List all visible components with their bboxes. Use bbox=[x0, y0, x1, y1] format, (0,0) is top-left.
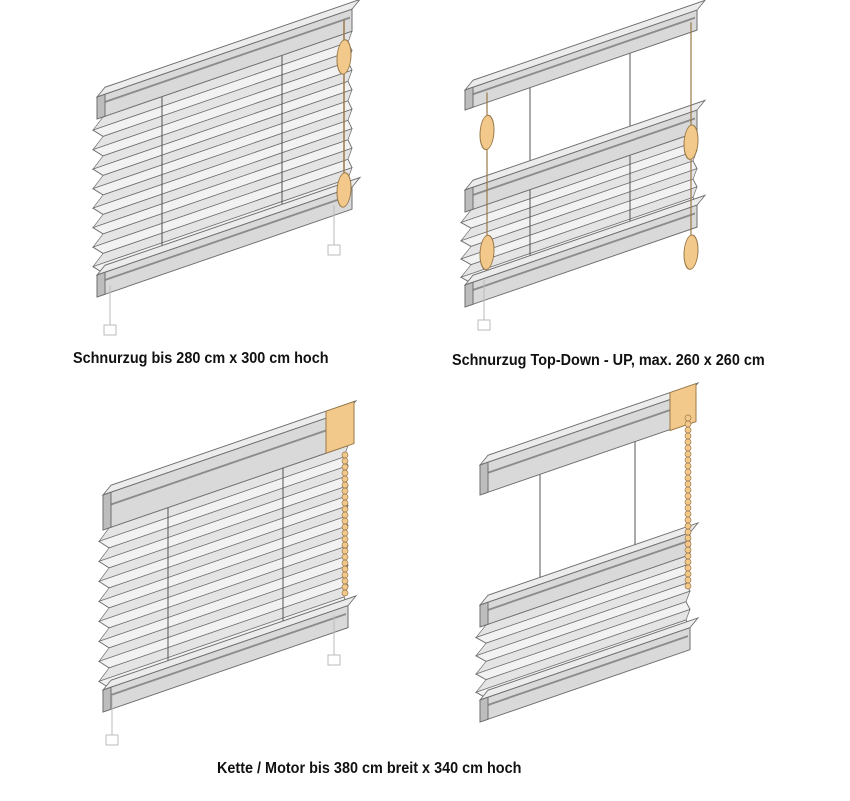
middle-rail-groove bbox=[469, 117, 695, 198]
chain-bead bbox=[684, 414, 692, 422]
blind-chain-cassette bbox=[98, 399, 358, 713]
chain-bead bbox=[684, 534, 692, 542]
chain-bead bbox=[684, 492, 692, 500]
chain-bead bbox=[684, 432, 692, 440]
chain-bead bbox=[684, 510, 692, 518]
chain-bead bbox=[341, 511, 349, 519]
chain-bead bbox=[341, 565, 349, 573]
cord-tensioner bbox=[103, 324, 117, 336]
caption-cord-standard: Schnurzug bis 280 cm x 300 cm hoch bbox=[73, 350, 329, 367]
chain-bead bbox=[684, 438, 692, 446]
blind-cord-top-down bbox=[459, 0, 707, 308]
chain-bead bbox=[684, 540, 692, 548]
cord-tensioner bbox=[477, 319, 491, 331]
chain-bead bbox=[341, 553, 349, 561]
cord-handle-left-top bbox=[479, 114, 495, 151]
bottom-rail-endcap bbox=[96, 271, 106, 298]
cord-handle-right-top bbox=[683, 124, 699, 160]
chain-bead bbox=[341, 583, 349, 591]
bottom-rail-endcap bbox=[464, 281, 474, 308]
chain-bead bbox=[684, 420, 692, 428]
head-rail-groove bbox=[101, 16, 350, 105]
chain-bead bbox=[684, 444, 692, 452]
head-rail-groove bbox=[484, 402, 688, 476]
chain-bead bbox=[341, 529, 349, 537]
chain-bead bbox=[341, 499, 349, 507]
middle-rail-endcap bbox=[464, 186, 474, 213]
chain-bead bbox=[684, 462, 692, 470]
bottom-rail-endcap bbox=[479, 696, 489, 723]
chain-drive-cap bbox=[325, 400, 355, 454]
head-rail-endcap bbox=[479, 461, 489, 496]
cord-tensioner bbox=[327, 654, 341, 666]
bottom-rail-groove bbox=[107, 613, 346, 698]
chain-bead bbox=[341, 493, 349, 501]
chain-bead bbox=[341, 523, 349, 531]
chain-bead bbox=[341, 577, 349, 585]
chain-bead bbox=[341, 559, 349, 567]
chain-bead bbox=[684, 564, 692, 572]
chain-bead bbox=[684, 522, 692, 530]
chain-bead bbox=[341, 481, 349, 489]
chain-bead bbox=[341, 571, 349, 579]
chain-bead bbox=[341, 451, 349, 459]
head-rail-endcap bbox=[96, 93, 106, 120]
cord-handle-left-bottom bbox=[479, 234, 495, 271]
chain-bead bbox=[341, 505, 349, 513]
chain-bead bbox=[341, 517, 349, 525]
blind-chain-top-down bbox=[474, 381, 700, 723]
chain-drive-cap bbox=[669, 382, 697, 432]
chain-bead bbox=[684, 570, 692, 578]
chain-bead bbox=[341, 541, 349, 549]
cord-handle-right-bottom bbox=[683, 234, 699, 270]
blind-cord-standard bbox=[92, 0, 362, 298]
chain-bead bbox=[684, 498, 692, 506]
caption-cord-top-down: Schnurzug Top-Down - UP, max. 260 x 260 … bbox=[452, 352, 765, 369]
cord-handle-top bbox=[336, 39, 352, 75]
cassette-groove bbox=[107, 422, 346, 507]
chain-bead bbox=[684, 558, 692, 566]
bottom-rail-groove bbox=[484, 635, 688, 708]
chain-bead bbox=[684, 468, 692, 476]
head-rail bbox=[479, 392, 691, 496]
chain-bead bbox=[684, 528, 692, 536]
chain-bead bbox=[684, 486, 692, 494]
head-rail-groove bbox=[469, 16, 695, 97]
chain-bead bbox=[684, 456, 692, 464]
chain-bead bbox=[684, 552, 692, 560]
chain-bead bbox=[684, 426, 692, 434]
chain-bead bbox=[341, 535, 349, 543]
chain-bead bbox=[684, 504, 692, 512]
middle-rail-endcap bbox=[479, 601, 489, 628]
cord-tensioner bbox=[327, 244, 341, 256]
chain-bead bbox=[684, 576, 692, 584]
chain-bead bbox=[684, 480, 692, 488]
chain-bead bbox=[684, 474, 692, 482]
chain-bead bbox=[341, 475, 349, 483]
chain-bead bbox=[684, 582, 692, 590]
chain-bead bbox=[684, 450, 692, 458]
caption-chain-motor: Kette / Motor bis 380 cm breit x 340 cm … bbox=[217, 760, 522, 777]
chain-bead bbox=[684, 546, 692, 554]
head-rail-endcap bbox=[464, 86, 474, 111]
cord-handle-bottom bbox=[336, 172, 352, 208]
head-rail-top bbox=[463, 0, 707, 91]
chain-bead bbox=[341, 463, 349, 471]
chain-bead bbox=[341, 457, 349, 465]
bottom-rail-groove bbox=[469, 212, 695, 293]
chain-bead bbox=[684, 516, 692, 524]
head-rail bbox=[464, 9, 698, 111]
bottom-rail-endcap bbox=[102, 686, 112, 713]
middle-rail-groove bbox=[484, 540, 688, 613]
chain-bead bbox=[341, 487, 349, 495]
cord-tensioner bbox=[105, 734, 119, 746]
cassette-endcap bbox=[102, 491, 112, 531]
chain-bead bbox=[341, 589, 349, 597]
chain-bead bbox=[341, 547, 349, 555]
chain-bead bbox=[341, 469, 349, 477]
bottom-rail-groove bbox=[101, 194, 350, 283]
